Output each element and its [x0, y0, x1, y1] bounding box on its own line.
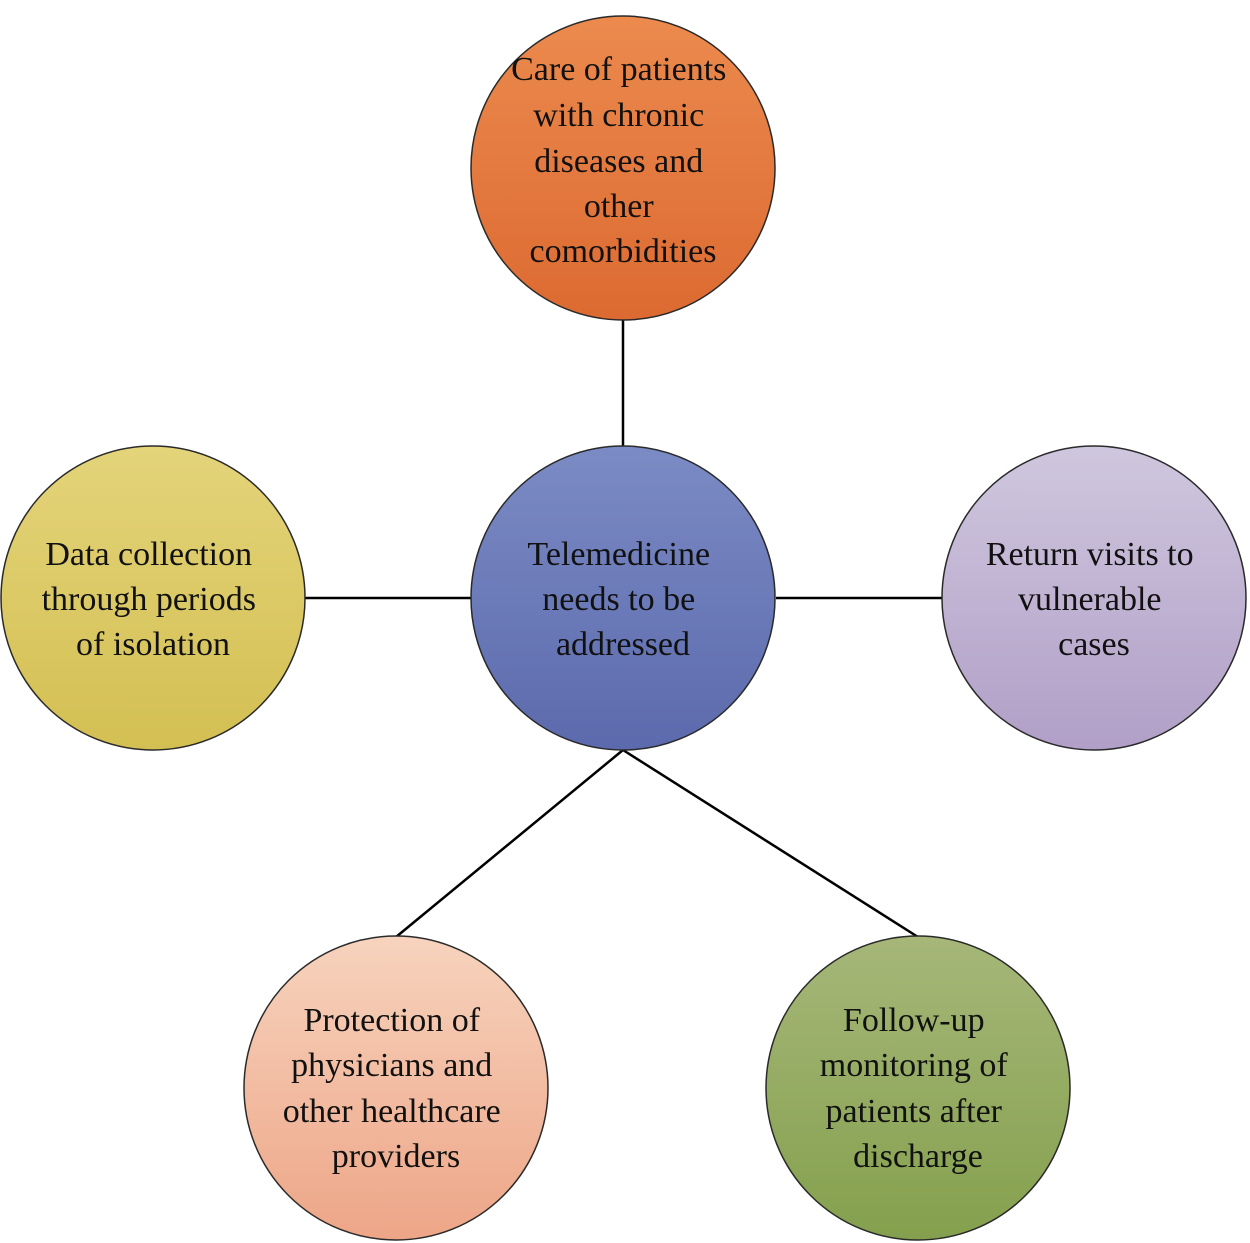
node-label-line: monitoring of — [820, 1047, 1009, 1084]
node-label-line: diseases and — [534, 143, 703, 180]
center-node-line: Telemedicine — [527, 536, 710, 573]
center-node-line: addressed — [556, 626, 690, 663]
node-return-visits-label: Return visits to vulnerable cases — [986, 536, 1202, 663]
node-label-line: comorbidities — [530, 233, 717, 270]
node-label-line: Data collection — [45, 536, 252, 573]
center-node-label: Telemedicine needs to be addressed — [527, 536, 718, 663]
node-protection: Protection of physicians and other healt… — [243, 935, 549, 1241]
node-label-line: providers — [332, 1138, 460, 1175]
node-data-collection-circle — [0, 445, 306, 751]
node-label-line: of isolation — [76, 626, 230, 663]
node-follow-up-circle — [765, 935, 1071, 1241]
node-data-collection: Data collection through periods of isola… — [0, 445, 306, 751]
node-label-line: through periods — [42, 581, 256, 618]
node-label-line: cases — [1058, 626, 1130, 663]
node-label-line: with chronic — [533, 97, 704, 134]
node-label-line: Return visits to — [986, 536, 1194, 573]
node-protection-circle — [243, 935, 549, 1241]
connector-follow-up — [622, 748, 919, 939]
node-label-line: other healthcare — [283, 1093, 501, 1130]
node-protection-label: Protection of physicians and other healt… — [283, 1002, 510, 1175]
node-label-line: Follow-up — [843, 1002, 985, 1039]
node-chronic-care-circle — [470, 15, 776, 321]
node-label-line: Protection of — [303, 1002, 480, 1039]
node-chronic-care: Care of patients with chronic diseases a… — [470, 15, 776, 321]
node-follow-up: Follow-up monitoring of patients after d… — [765, 935, 1071, 1241]
node-data-collection-label: Data collection through periods of isola… — [42, 536, 265, 663]
connector-protection — [395, 749, 624, 938]
node-label-line: patients after — [825, 1093, 1002, 1130]
center-node-circle — [470, 445, 776, 751]
node-chronic-care-label: Care of patients with chronic diseases a… — [511, 51, 735, 270]
node-label-line: discharge — [853, 1138, 983, 1175]
connectors — [305, 320, 942, 939]
node-label-line: physicians and — [291, 1047, 492, 1084]
node-label-line: other — [584, 188, 655, 225]
node-follow-up-label: Follow-up monitoring of patients after d… — [820, 1002, 1016, 1175]
node-return-visits-circle — [941, 445, 1247, 751]
node-return-visits: Return visits to vulnerable cases — [941, 445, 1247, 751]
node-label-line: Care of patients — [511, 51, 726, 88]
center-node-line: needs to be — [542, 581, 695, 618]
node-label-line: vulnerable — [1018, 581, 1162, 618]
center-node: Telemedicine needs to be addressed — [470, 445, 776, 751]
